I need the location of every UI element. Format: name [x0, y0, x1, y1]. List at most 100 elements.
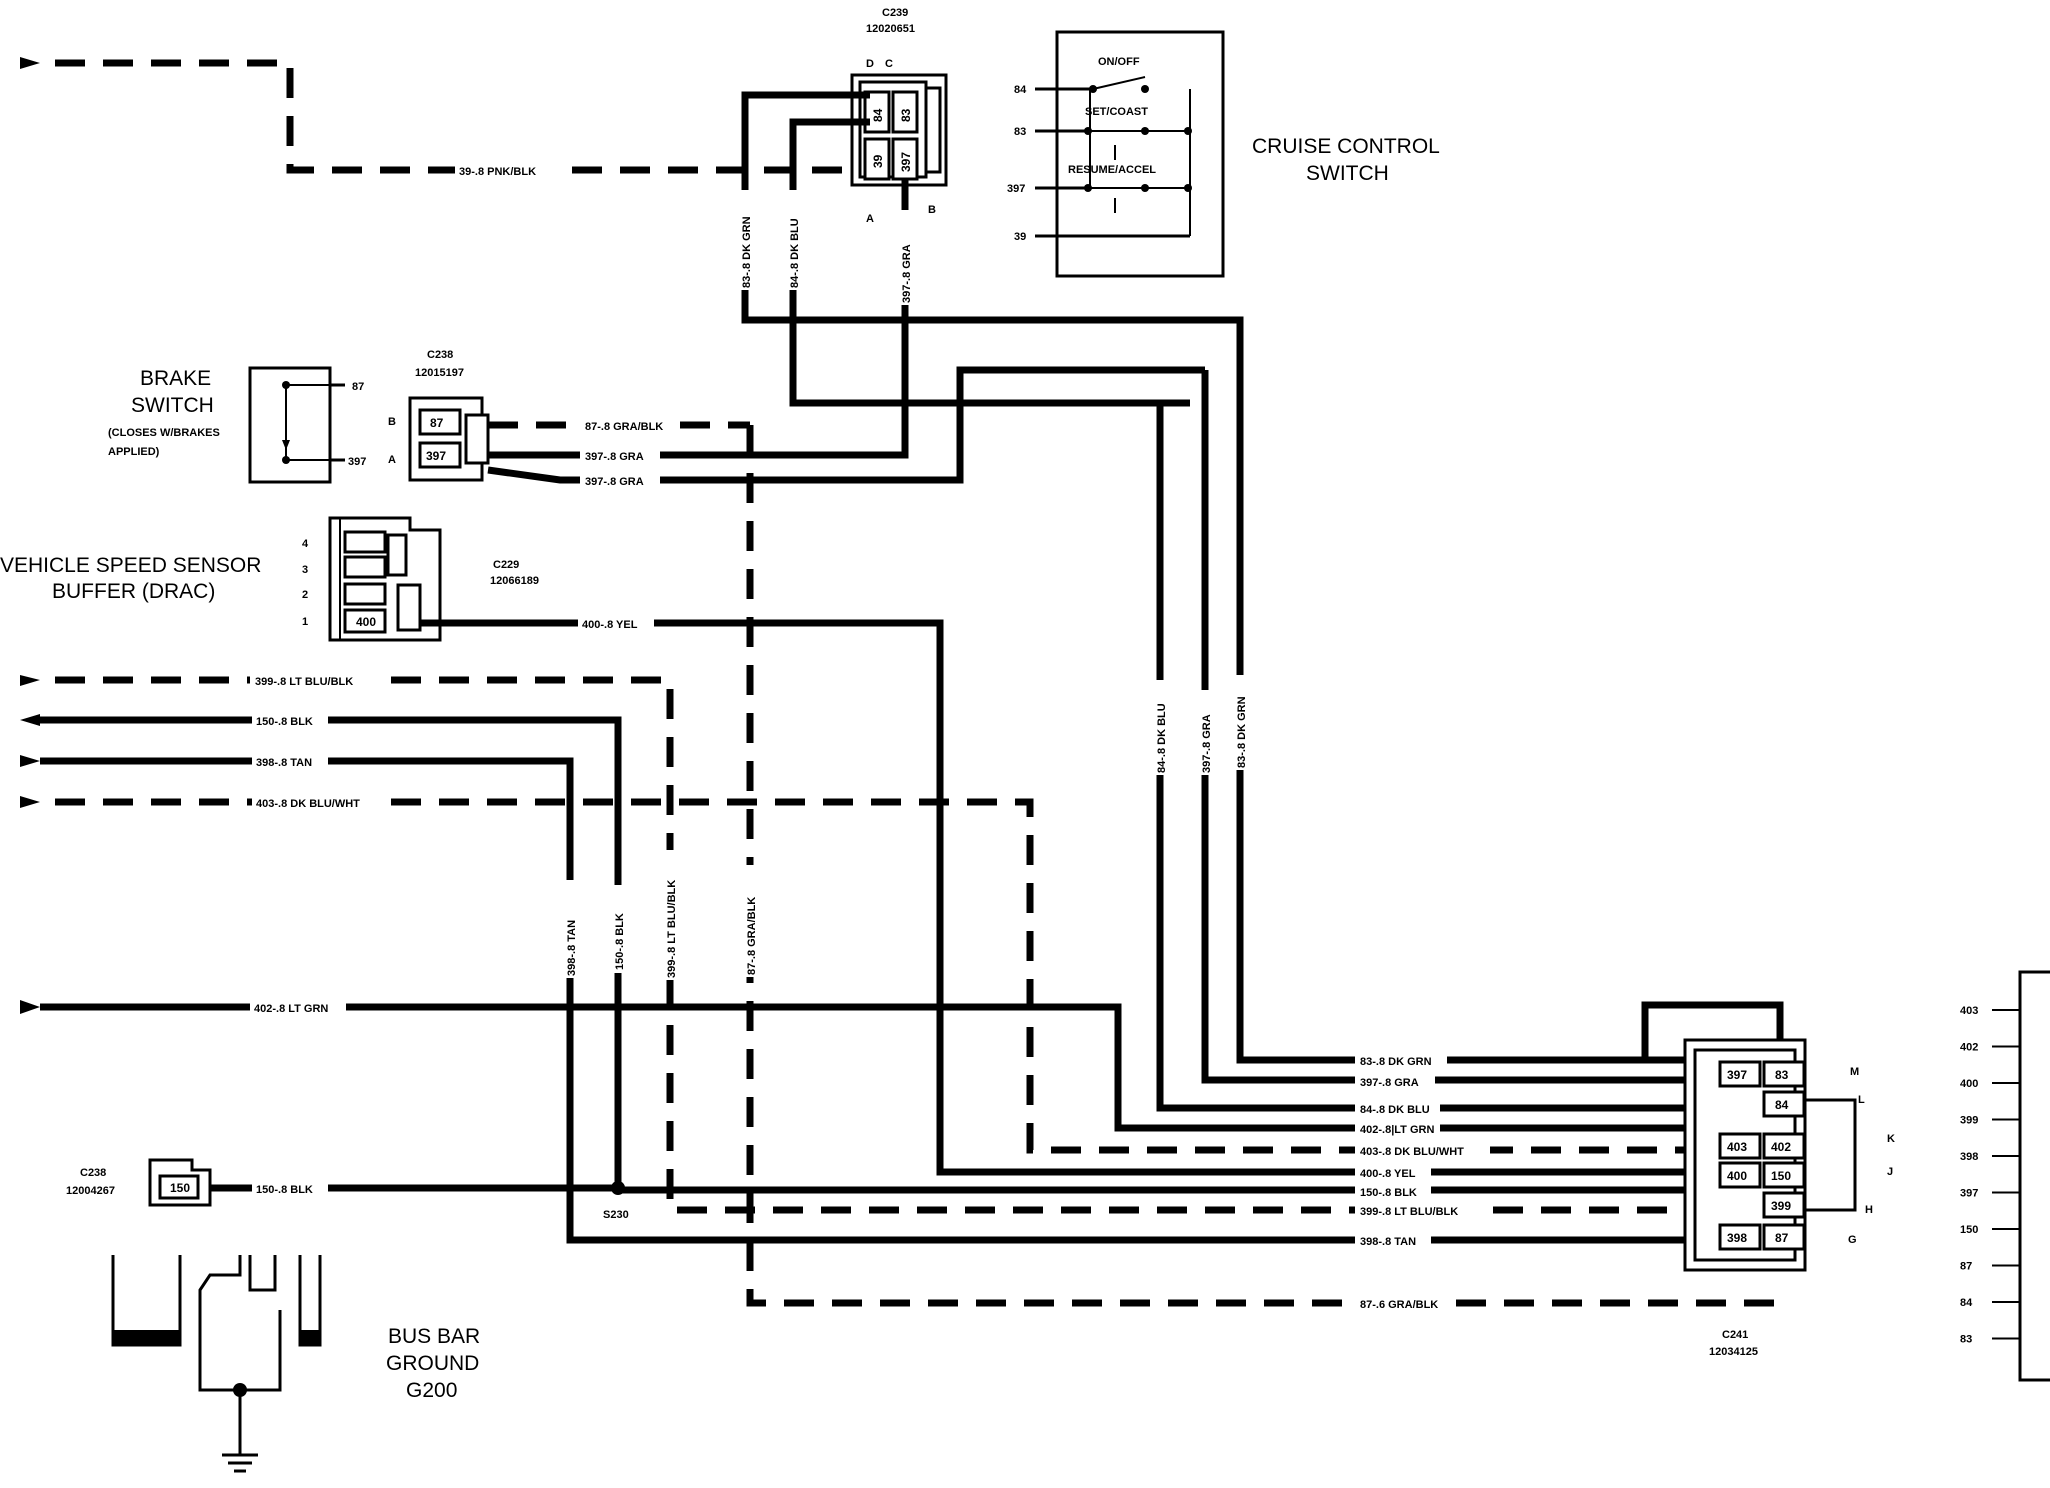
vss-buffer: VEHICLE SPEED SENSOR BUFFER (DRAC) C229 … [0, 516, 539, 642]
c239-letter-b: B [928, 204, 936, 216]
wire-v87-gra-blk: 87-.8 GRA/BLK [746, 897, 758, 975]
cruise-switch-title-2: SWITCH [1306, 162, 1389, 185]
c229-part: 12066189 [490, 575, 539, 587]
resume-accel-label: RESUME/ACCEL [1068, 164, 1156, 176]
c241-cavity-399: 399 [1771, 1199, 1791, 1213]
c238-ground-name: C238 [80, 1167, 106, 1179]
c241-cavity-84: 84 [1775, 1098, 1789, 1112]
wire-v398-tan: 398-.8 TAN [566, 920, 578, 976]
edge-pin-label: 402 [1960, 1042, 1978, 1054]
wire-r87-gra-blk: 87-.6 GRA/BLK [1360, 1299, 1438, 1311]
c239-cavity-39: 39 [871, 154, 885, 168]
left-input-wiring: 400-.8 YEL 399-.8 LT BLU/BLK 150-.8 BLK … [20, 425, 1780, 1307]
brake-pin-397: 397 [348, 456, 366, 468]
wire-v397-gra-top: 397-.8 GRA [901, 244, 913, 303]
c239-letter-a: A [866, 213, 874, 225]
cruise-switch-title-1: CRUISE CONTROL [1252, 135, 1440, 158]
wire-v83-dk-grn: 83-.8 DK GRN [1236, 696, 1248, 768]
connector-c238-brake: C238 12015197 B A 87 397 [388, 349, 490, 482]
wire-r403-dk-blu-wht: 403-.8 DK BLU/WHT [1360, 1146, 1464, 1158]
edge-pin-label: 399 [1960, 1115, 1978, 1127]
wire-v83-dk-grn-top: 83-.8 DK GRN [741, 216, 753, 288]
c241-name: C241 [1722, 1329, 1748, 1341]
wire-r83-dk-grn: 83-.8 DK GRN [1360, 1056, 1432, 1068]
wire-r398-tan: 398-.8 TAN [1360, 1236, 1416, 1248]
c241-part: 12034125 [1709, 1346, 1758, 1358]
on-off-label: ON/OFF [1098, 56, 1140, 68]
c241-cavity-400: 400 [1727, 1169, 1747, 1183]
cruise-pin-39: 39 [1014, 231, 1026, 243]
c238-brake-letter-b: B [388, 416, 396, 428]
edge-pin-label: 87 [1960, 1261, 1972, 1273]
wire-r402-lt-grn: 402-.8|LT GRN [1360, 1124, 1434, 1136]
edge-pin-label: 398 [1960, 1151, 1978, 1163]
c241-letter-l: L [1858, 1094, 1865, 1106]
splice-s230: S230 [603, 1209, 629, 1221]
wire-r399-lt-blu-blk: 399-.8 LT BLU/BLK [1360, 1206, 1458, 1218]
brake-pin-87: 87 [352, 381, 364, 393]
wire-403-dk-blu-wht: 403-.8 DK BLU/WHT [256, 798, 360, 810]
cruise-pin-397: 397 [1007, 183, 1025, 195]
brake-switch-note-1: (CLOSES W/BRAKES [108, 427, 220, 439]
connector-c241: 397 83 84 403 402 400 150 399 398 87 M L… [1641, 1001, 1895, 1358]
edge-pin-label: 403 [1960, 1005, 1978, 1017]
c238-ground-cavity-150: 150 [170, 1181, 190, 1195]
brake-switch: 87 397 BRAKE SWITCH (CLOSES W/BRAKES APP… [108, 366, 366, 484]
c229-name: C229 [493, 559, 519, 571]
c241-cavity-83: 83 [1775, 1068, 1789, 1082]
edge-pin-label: 397 [1960, 1188, 1978, 1200]
c241-cavity-403: 403 [1727, 1140, 1747, 1154]
bus-bar-ground: BUS BAR GROUND G200 [111, 1255, 480, 1473]
bus-bar-title-3: G200 [406, 1379, 457, 1402]
wire-v399-lt-blu-blk: 399-.8 LT BLU/BLK [666, 880, 678, 978]
c241-letter-m: M [1850, 1066, 1859, 1078]
top-wiring: 39-.8 PNK/BLK 83-.8 DK GRN 84-.8 DK BLU … [20, 57, 1365, 1064]
vss-pin-400: 400 [356, 615, 376, 629]
wire-v397-gra: 397-.8 GRA [1201, 714, 1213, 773]
c238-brake-cavity-397: 397 [426, 449, 446, 463]
c241-cavity-150: 150 [1771, 1169, 1791, 1183]
c239-cavity-397: 397 [899, 152, 913, 172]
edge-pin-label: 400 [1960, 1078, 1978, 1090]
wire-v84-dk-blu: 84-.8 DK BLU [1156, 703, 1168, 773]
bus-bar-title-2: GROUND [386, 1352, 479, 1375]
wire-r397-gra: 397-.8 GRA [1360, 1077, 1419, 1089]
vss-pin-num-2: 2 [302, 589, 308, 601]
c238-brake-name: C238 [427, 349, 453, 361]
wire-150-blk: 150-.8 BLK [256, 716, 313, 728]
wire-87-gra-blk: 87-.8 GRA/BLK [585, 421, 663, 433]
wire-400-yel: 400-.8 YEL [582, 619, 638, 631]
cruise-pin-83: 83 [1014, 126, 1026, 138]
wire-397-gra-a: 397-.8 GRA [585, 451, 644, 463]
wire-r400-yel: 400-.8 YEL [1360, 1168, 1416, 1180]
c239-name: C239 [882, 7, 908, 19]
wire-v84-dk-blu-top: 84-.8 DK BLU [789, 218, 801, 288]
wire-398-tan: 398-.8 TAN [256, 757, 312, 769]
wire-r84-dk-blu: 84-.8 DK BLU [1360, 1104, 1430, 1116]
wire-402-lt-grn: 402-.8 LT GRN [254, 1003, 328, 1015]
vss-title-2: BUFFER (DRAC) [52, 580, 215, 603]
c241-cavity-402: 402 [1771, 1140, 1791, 1154]
ground-connector: C238 12004267 150 [66, 1158, 212, 1207]
edge-pin-label: 150 [1960, 1224, 1978, 1236]
c239-cavity-83: 83 [899, 108, 913, 122]
c238-ground-part: 12004267 [66, 1185, 115, 1197]
vertical-runs: 84-.8 DK BLU 397-.8 GRA 83-.8 DK GRN [1153, 320, 1690, 1112]
c241-letter-j: J [1887, 1166, 1893, 1178]
c241-letter-k: K [1887, 1133, 1895, 1145]
c239-part: 12020651 [866, 23, 915, 35]
wire-399-lt-blu-blk: 399-.8 LT BLU/BLK [255, 676, 353, 688]
c241-cavity-397: 397 [1727, 1068, 1747, 1082]
c241-cavity-398: 398 [1727, 1231, 1747, 1245]
c239-letter-c: C [885, 58, 893, 70]
brake-wiring: 87-.8 GRA/BLK 397-.8 GRA 397-.8 GRA [487, 366, 1205, 488]
brake-switch-note-2: APPLIED) [108, 446, 160, 458]
set-coast-label: SET/COAST [1085, 106, 1148, 118]
wire-397-gra-b: 397-.8 GRA [585, 476, 644, 488]
c241-cavity-87: 87 [1775, 1231, 1789, 1245]
wire-39-pnk-blk: 39-.8 PNK/BLK [459, 166, 536, 178]
c238-brake-letter-a: A [388, 454, 396, 466]
wire-r150-blk: 150-.8 BLK [1360, 1187, 1417, 1199]
wire-v150-blk: 150-.8 BLK [614, 913, 626, 970]
